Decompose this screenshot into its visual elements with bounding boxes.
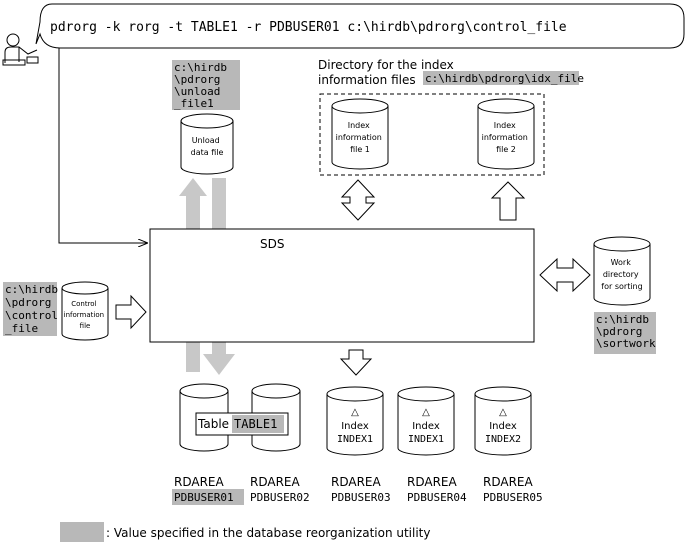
rdarea-4-cylinder [397, 386, 455, 456]
index-triangle-icon: △ [499, 407, 507, 418]
command-text: pdrorg -k rorg -t TABLE1 -r PDBUSER01 c:… [50, 20, 567, 35]
table-word: Table [197, 417, 229, 431]
work-double-arrow [539, 257, 591, 293]
unload-path: c:\hirdb \pdrorg \unload _file1 [174, 61, 234, 110]
unload-data-file-cylinder [180, 113, 234, 175]
rdarea-3-cylinder [326, 386, 384, 456]
rdarea-name-3: PDBUSER03 [331, 491, 391, 504]
control-path-highlight [3, 282, 57, 336]
command-callout [35, 3, 685, 49]
rdarea-name-1: PDBUSER01 [174, 491, 234, 504]
control-file-cylinder [61, 281, 109, 341]
index-double-arrow [340, 179, 376, 221]
svg-text:INDEX2: INDEX2 [485, 434, 521, 445]
command-flow-line [58, 48, 147, 243]
svg-text:INDEX1: INDEX1 [337, 434, 373, 445]
legend-text: : Value specified in the database reorga… [106, 526, 431, 540]
index-up-arrow [490, 181, 526, 221]
table-name-highlight [232, 415, 284, 433]
index-file-1-label: Index information file 1 [336, 121, 385, 154]
index-triangle-icon: △ [422, 407, 430, 418]
unload-file-label: Unload data file [191, 136, 224, 157]
svg-text:INDEX1: INDEX1 [408, 434, 444, 445]
index-dir-path: c:\hirdb\pdrorg\idx_file [425, 72, 584, 85]
index-dir-box [319, 93, 545, 176]
rdarea-word-1: RDAREA [174, 475, 224, 489]
unload-path-highlight [172, 60, 240, 110]
index-dir-path-highlight [423, 71, 579, 85]
user-icon [2, 33, 39, 66]
table-name: TABLE1 [234, 417, 277, 431]
index-label-1: △ Index INDEX1 [337, 407, 373, 445]
sds-label: SDS [260, 237, 284, 251]
index-label-3: △ Index INDEX2 [485, 407, 521, 445]
rdarea-1-highlight [172, 489, 244, 505]
control-path: c:\hirdb \pdrorg \control _file [5, 283, 65, 335]
index-dir-label: Directory for the index information file… [318, 58, 458, 87]
rdarea-name-2: PDBUSER02 [250, 491, 310, 504]
work-path-highlight [594, 312, 656, 354]
sds-down-arrow [339, 349, 373, 376]
control-right-arrow [115, 294, 147, 330]
rdarea-word-4: RDAREA [407, 475, 457, 489]
rdarea-word-5: RDAREA [483, 475, 533, 489]
index-triangle-icon: △ [351, 407, 359, 418]
sds-box [149, 228, 535, 343]
control-file-label: Control information file [64, 300, 107, 330]
work-dir-label: Work directory for sorting [601, 258, 642, 291]
legend-swatch [60, 522, 104, 542]
svg-text:Index: Index [489, 421, 517, 432]
svg-text:Index: Index [412, 421, 440, 432]
index-file-1-cylinder [331, 98, 389, 170]
rdarea-5-cylinder [474, 386, 532, 456]
rdarea-name-4: PDBUSER04 [407, 491, 467, 504]
rdarea-word-2: RDAREA [250, 475, 300, 489]
index-label-2: △ Index INDEX1 [408, 407, 444, 445]
work-path: c:\hirdb \pdrorg \sortwork [596, 313, 656, 350]
svg-text:Index: Index [341, 421, 369, 432]
work-dir-cylinder [593, 236, 651, 306]
rdarea-word-3: RDAREA [331, 475, 381, 489]
index-file-2-label: Index information file 2 [482, 121, 531, 154]
index-file-2-cylinder [477, 98, 535, 170]
rdarea-name-5: PDBUSER05 [483, 491, 543, 504]
